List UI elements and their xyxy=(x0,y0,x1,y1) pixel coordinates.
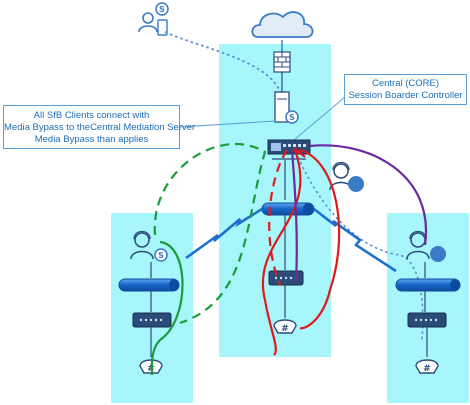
branch-site-right-zone xyxy=(387,213,469,403)
red-cross-mark xyxy=(293,147,306,158)
red-solid-media-path-2 xyxy=(299,148,341,330)
sbc-callout-line-2: Session Boarder Controller xyxy=(348,90,463,101)
router-icon xyxy=(268,270,304,286)
callout-right-leader xyxy=(293,96,346,141)
phone-icon: # xyxy=(273,319,297,334)
svg-text:#: # xyxy=(423,364,431,374)
left-switch-icon xyxy=(118,278,180,292)
server-skype-icon: S xyxy=(285,110,299,124)
green-solid-media-path xyxy=(150,240,184,376)
server-icon xyxy=(274,91,290,123)
firewall-icon xyxy=(273,51,291,73)
skype-bubble-icon xyxy=(348,176,364,192)
right-skype-bubble-icon xyxy=(430,246,446,262)
callout-left-leader xyxy=(179,120,277,128)
sfb-clients-callout: All SfB Clients connect with Media Bypas… xyxy=(3,105,196,149)
left-skype-icon: S xyxy=(154,248,168,262)
red-solid-media-path xyxy=(261,149,302,356)
right-router-icon xyxy=(407,312,447,328)
cloud-icon xyxy=(251,11,314,38)
mobile-phone-icon xyxy=(157,19,168,36)
skype-icon: S xyxy=(155,2,169,16)
right-phone-icon: # xyxy=(415,359,439,374)
svg-text:S: S xyxy=(289,113,295,122)
central-sbc-callout: Central (CORE) Session Boarder Controlle… xyxy=(344,74,467,105)
right-switch-icon xyxy=(395,278,461,292)
svg-text:S: S xyxy=(159,5,165,14)
left-router-icon xyxy=(132,312,172,328)
remote-user-dotted-link xyxy=(164,31,282,95)
sbc-callout-line-1: Central (CORE) xyxy=(371,78,440,89)
central-to-right-dotted-link xyxy=(295,151,424,341)
left-headset-user-icon xyxy=(130,230,154,260)
red-dashed-media-path xyxy=(268,149,288,286)
green-dashed-media-path xyxy=(153,142,267,325)
sfb-callout-line-2: Media Bypass to theCentral Mediation Ser… xyxy=(4,122,196,133)
user-icon xyxy=(138,12,158,33)
wan-link-right xyxy=(313,207,397,273)
central-site-zone xyxy=(219,44,331,357)
svg-text:#: # xyxy=(281,324,289,334)
sfb-callout-line-1: All SfB Clients connect with xyxy=(33,110,150,121)
wan-link-left xyxy=(185,207,263,260)
sfb-callout-line-3: Media Bypass than applies xyxy=(34,134,149,145)
svg-text:S: S xyxy=(158,251,164,260)
purple-media-path-right xyxy=(309,144,428,246)
purple-media-path-center xyxy=(290,149,298,283)
sbc-device-icon xyxy=(267,139,311,160)
